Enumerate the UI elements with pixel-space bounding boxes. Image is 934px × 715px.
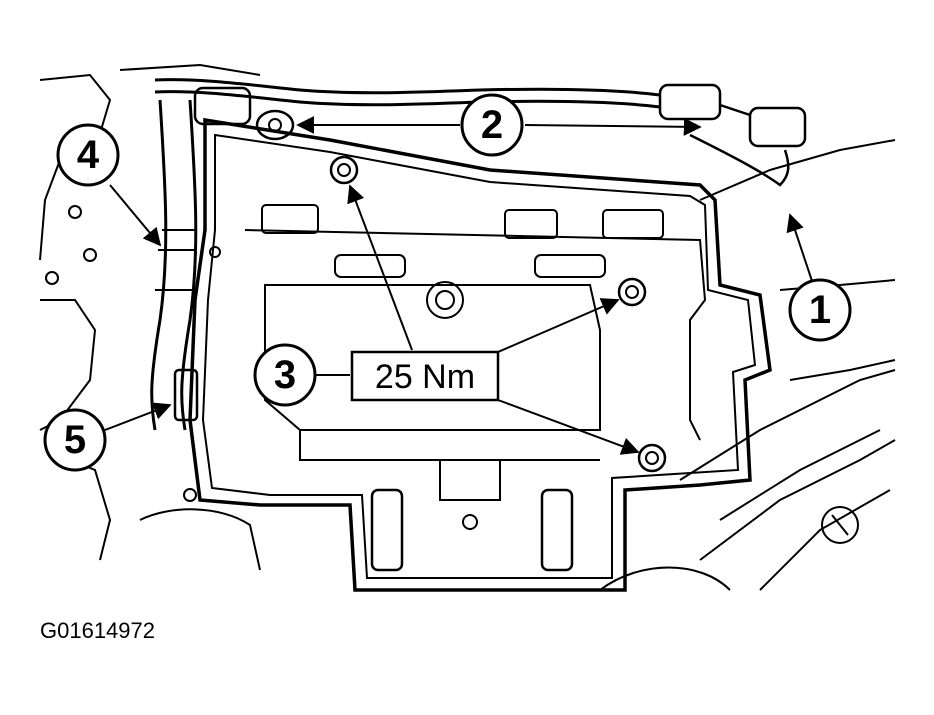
callout-4: 4: [56, 123, 120, 187]
torque-spec-label: 25 Nm: [375, 358, 475, 396]
callout-5: 5: [43, 408, 107, 472]
callout-3: 3: [253, 343, 317, 407]
callout-3-label: 3: [274, 353, 296, 397]
battery-tray: [188, 117, 772, 592]
callout-4-label: 4: [77, 133, 100, 177]
callout-2: 2: [460, 93, 524, 157]
callout-2-label: 2: [481, 103, 503, 147]
figure-id: G01614972: [40, 618, 155, 643]
callout-1-label: 1: [809, 288, 831, 332]
callout-5-label: 5: [64, 418, 86, 462]
torque-spec-box: 25 Nm: [350, 350, 500, 402]
engine-bay-background: [39, 63, 896, 591]
callout-1: 1: [788, 278, 852, 342]
battery-cables: [150, 78, 807, 431]
